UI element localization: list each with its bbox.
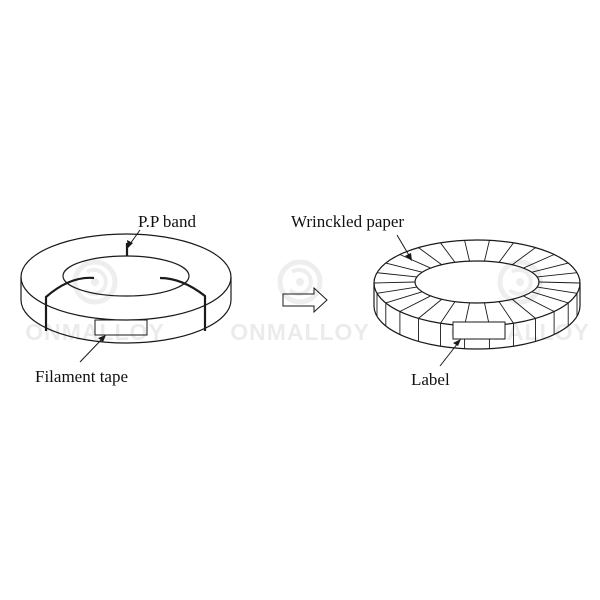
filament-tape-label: Filament tape: [35, 367, 128, 386]
paper-segment-line: [418, 247, 443, 266]
left-ring-hole: [62, 255, 190, 297]
paper-segment-line: [376, 272, 417, 278]
label-sticker: [452, 321, 506, 340]
paper-segment-line: [440, 301, 456, 324]
right-ring-top-outer: [373, 239, 581, 327]
paper-segment-line: [464, 240, 470, 262]
pp-band-straps: [44, 243, 207, 331]
paper-segment-line: [484, 240, 490, 262]
paper-segment-line: [531, 291, 569, 304]
watermark-logo-icon: [72, 259, 118, 305]
watermark-center: ONMALLOY: [230, 259, 370, 345]
paper-segment-line: [373, 281, 416, 284]
paper-segment-line: [498, 301, 514, 324]
pp-band-arrow-icon: [127, 229, 141, 248]
filament-tape: [94, 319, 148, 336]
label-arrow-icon: [439, 339, 461, 367]
left-ring-side-wall: [20, 277, 232, 344]
left-ring: P.P band Filament tape: [20, 212, 232, 386]
paper-segment-line: [511, 298, 536, 319]
label-label: Label: [411, 370, 450, 389]
transform-arrow-icon: [282, 286, 328, 314]
watermark-text: ONMALLOY: [230, 319, 370, 345]
pp-band-label: P.P band: [138, 212, 196, 231]
paper-segment-line: [418, 298, 443, 319]
paper-segment-line: [538, 281, 581, 284]
watermark-logo-icon: [277, 259, 323, 305]
filament-tape-arrow-icon: [79, 335, 106, 363]
paper-segment-line: [440, 242, 456, 263]
paper-segment-line: [511, 247, 536, 266]
paper-arrow-icon: [396, 234, 412, 261]
right-ring: Wrinckled paper Label: [291, 212, 581, 389]
paper-segment-line: [531, 262, 569, 273]
paper-segment-line: [385, 262, 423, 273]
paper-segment-line: [537, 286, 578, 294]
paper-segment-line: [385, 291, 423, 304]
paper-segment-line: [498, 242, 514, 263]
paper-segment-line: [399, 295, 431, 312]
wrinckled-paper-label: Wrinckled paper: [291, 212, 404, 231]
paper-segment-line: [523, 254, 555, 269]
paper-segment-line: [537, 272, 578, 278]
paper-segment-line: [523, 295, 555, 312]
wrinckled-paper-top-segments: [373, 240, 581, 326]
paper-segment-line: [376, 286, 417, 294]
right-ring-side-wall: [373, 283, 581, 350]
watermark-logo-icon: [497, 259, 543, 305]
paper-segment-line: [399, 254, 431, 269]
